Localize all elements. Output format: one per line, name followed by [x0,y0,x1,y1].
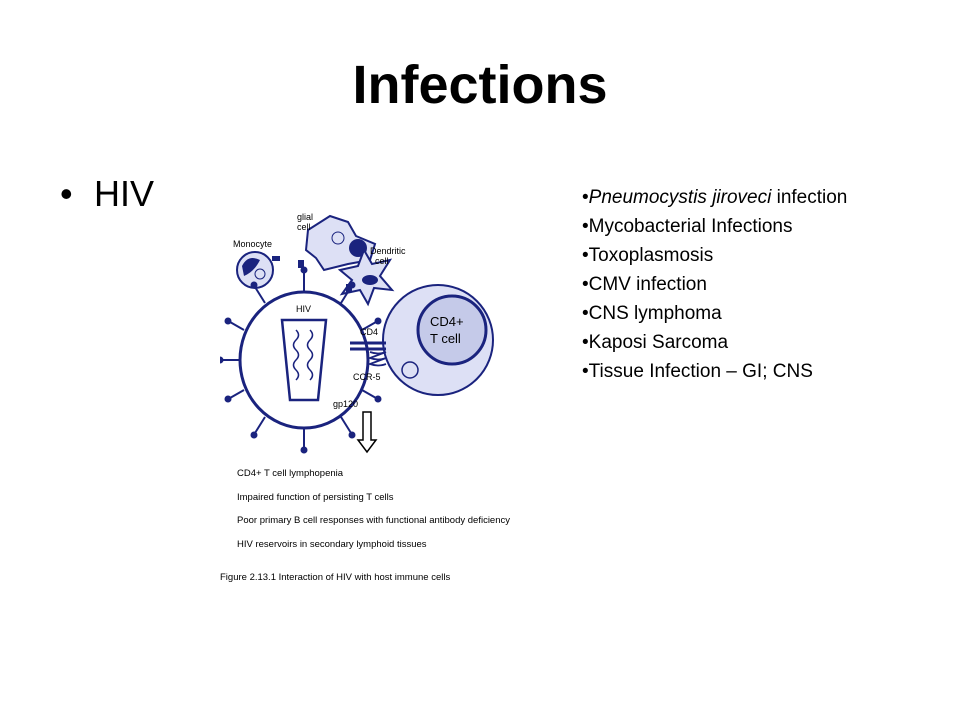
gp120-spike-tips [220,266,382,454]
infection-item-text: Toxoplasmosis [588,245,714,266]
hiv-immune-figure: glial cell Monocyte Dendritic cell CD4+ … [220,200,550,590]
infection-item: CNS lymphoma [582,299,847,328]
monocyte-nucleus [242,258,260,276]
glial-virus-icon [331,231,345,245]
t-cell-virus-icon [401,361,419,379]
effect-item: CD4+ T cell lymphopenia [237,468,344,479]
t-cell-label-2: T cell [430,331,461,346]
infection-item: CMV infection [582,270,847,299]
figure-caption: Figure 2.13.1 Interaction of HIV with ho… [220,572,451,583]
hiv-label: HIV [296,304,311,314]
dendritic-nucleus [362,275,378,285]
main-bullet: • HIV [60,176,154,212]
infection-item-text: Kaposi Sarcoma [588,332,729,353]
infection-item-italic: Pneumocystis jiroveci [588,187,772,208]
t-cell-label-1: CD4+ [430,314,464,329]
effect-item: Poor primary B cell responses with funct… [237,515,510,526]
dendritic-label-2: cell [375,256,389,266]
effect-item: Impaired function of persisting T cells [237,491,394,503]
glial-receptor [298,260,304,268]
hiv-virion [238,290,370,430]
infection-item: Toxoplasmosis [582,241,847,270]
effect-item: HIV reservoirs in secondary lymphoid tis… [237,538,427,550]
glial-label-1: glial [297,212,313,222]
monocyte-receptor [272,256,280,261]
monocyte-label: Monocyte [233,239,272,249]
effects-list: CD4+ T cell lymphopenia Impaired functio… [237,462,510,556]
infection-item-text: Tissue Infection – GI; CNS [588,361,813,382]
infection-item-text: infection [771,187,848,208]
infection-item-text: Mycobacterial Infections [588,216,793,237]
infection-item: Kaposi Sarcoma [582,328,847,357]
slide-title: Infections [352,55,608,115]
infection-item: Pneumocystis jiroveci infection [582,183,848,212]
ccr5-coil [367,351,387,367]
hiv-rna [292,329,314,381]
ccr5-label: CCR-5 [353,372,381,382]
hiv-capsid [280,318,328,402]
infection-list: Pneumocystis jiroveci infection Mycobact… [582,183,848,386]
monocyte-virus-icon [254,268,266,280]
t-cell-nucleus [416,294,488,366]
hiv-diagram: glial cell Monocyte Dendritic cell CD4+ … [220,212,494,454]
gp120-spikes [222,272,377,448]
infection-item: Mycobacterial Infections [582,212,847,241]
main-bullet-text: HIV [94,173,155,214]
infection-item-text: CNS lymphoma [588,303,722,324]
gp120-label: gp120 [333,399,358,409]
bullet-dot: • [60,173,73,214]
cd4-label: CD4 [360,327,378,337]
glial-label-2: cell [297,222,311,232]
infection-item-text: CMV infection [588,274,707,295]
dendritic-receptor [346,284,352,292]
down-arrow-icon [356,411,378,454]
infection-item: Tissue Infection – GI; CNS [582,357,847,386]
dendritic-label-1: Dendritic [370,246,406,256]
